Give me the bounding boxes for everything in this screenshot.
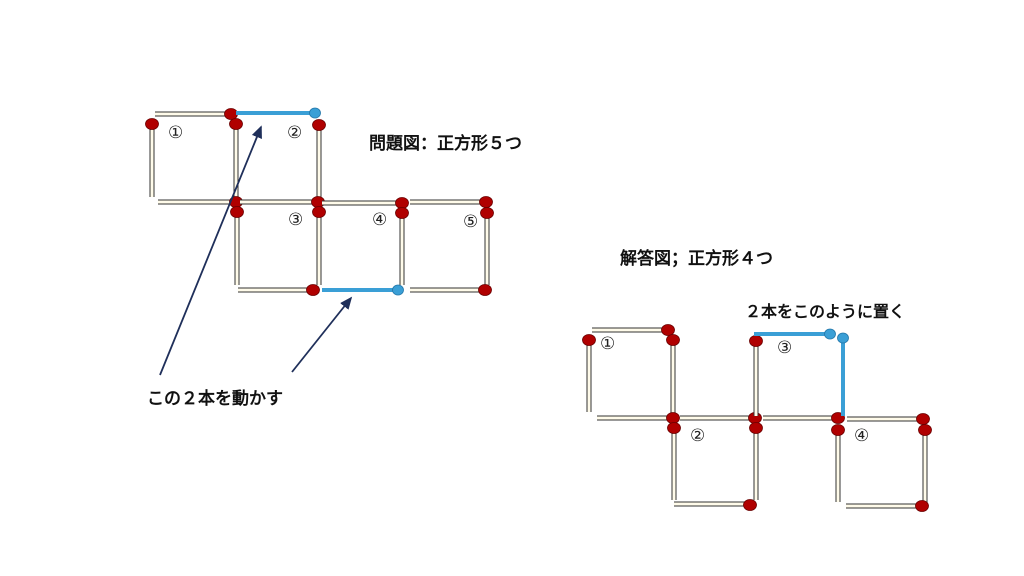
match-head (666, 334, 680, 346)
match-head (395, 197, 409, 209)
moved-match-head (309, 107, 321, 119)
moved-match-head (837, 332, 849, 344)
answer-caption: ２本をこのように置く (745, 302, 906, 321)
match-head (145, 118, 159, 130)
answer-square-label-2: ② (690, 426, 706, 446)
answer-square-label-1: ① (600, 334, 616, 354)
match-head (661, 324, 675, 336)
match-head (918, 424, 932, 436)
match-head (306, 284, 320, 296)
match-head (743, 499, 757, 511)
problem-square-label-3: ③ (288, 210, 304, 230)
match-head (667, 422, 681, 434)
match-head (582, 334, 596, 346)
problem-square-label-2: ② (287, 123, 303, 143)
problem-square-label-1: ① (168, 123, 184, 143)
match-head (395, 207, 409, 219)
problem-square-label-5: ⑤ (463, 212, 479, 232)
arrow-to-bottom-match (291, 296, 353, 373)
match-head (478, 284, 492, 296)
match-head (224, 108, 238, 120)
answer-square-label-4: ④ (854, 426, 870, 446)
answer-square-label-3: ③ (777, 338, 793, 358)
answer-title: 解答図；正方形４つ (620, 249, 773, 269)
match-head (749, 422, 763, 434)
arrow-to-top-match (159, 125, 262, 376)
match-head (916, 413, 930, 425)
match-head (312, 119, 326, 131)
match-head (666, 412, 680, 424)
match-head (915, 500, 929, 512)
match-head (230, 206, 244, 218)
moved-match-head (392, 284, 404, 296)
match-head (480, 207, 494, 219)
match-head (479, 196, 493, 208)
problem-square-label-4: ④ (372, 210, 388, 230)
match-head (229, 118, 243, 130)
match-head (312, 206, 326, 218)
problem-caption: この２本を動かす (147, 389, 283, 409)
match-head (831, 424, 845, 436)
problem-title: 問題図：正方形５つ (369, 134, 522, 154)
match-head (749, 335, 763, 347)
moved-match-head (824, 328, 836, 340)
